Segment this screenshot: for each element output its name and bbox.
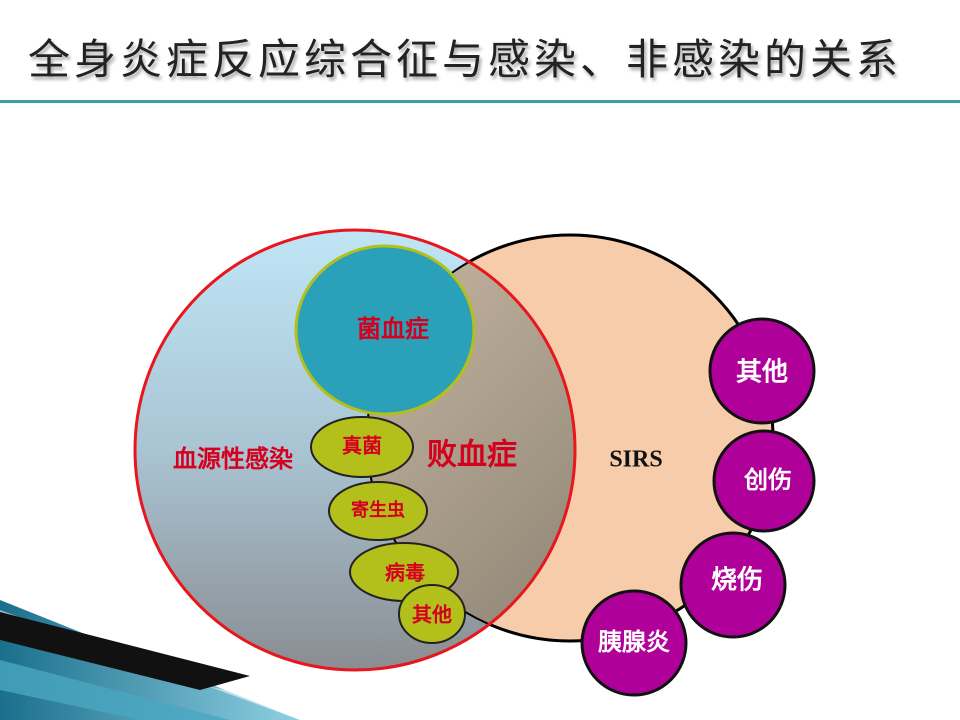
pathogen-label-fungi: 真菌: [342, 434, 382, 458]
cause-circle-pancreatitis: [580, 589, 688, 697]
cause-label-pancreatitis: 胰腺炎: [598, 628, 670, 656]
title-divider: [0, 100, 960, 103]
page-title: 全身炎症反应综合征与感染、非感染的关系: [28, 35, 903, 84]
pathogen-oval-fungi: [310, 416, 414, 478]
pathogen-label-virus: 病毒: [385, 561, 425, 585]
bacteremia-circle: [294, 244, 476, 416]
bloodstream-infection-label: 血源性感染: [173, 445, 293, 473]
cause-label-burn: 烧伤: [711, 566, 763, 596]
cause-circle-other: [708, 317, 816, 425]
infection-circle-border: [133, 228, 577, 672]
pathogen-label-parasite: 寄生虫: [351, 499, 405, 521]
bacteremia-label: 菌血症: [357, 315, 429, 343]
cause-circle-burn: [679, 531, 787, 639]
cause-label-other: 其他: [736, 358, 788, 388]
pathogen-label-other: 其他: [412, 603, 452, 627]
cause-label-trauma: 创伤: [743, 466, 792, 494]
pathogen-oval-parasite: [328, 481, 428, 541]
sirs-label: SIRS: [609, 447, 662, 473]
corner-decoration: [0, 600, 360, 720]
cause-circle-trauma: [712, 429, 816, 533]
pathogen-oval-other: [398, 584, 466, 644]
sepsis-label: 败血症: [427, 438, 517, 473]
